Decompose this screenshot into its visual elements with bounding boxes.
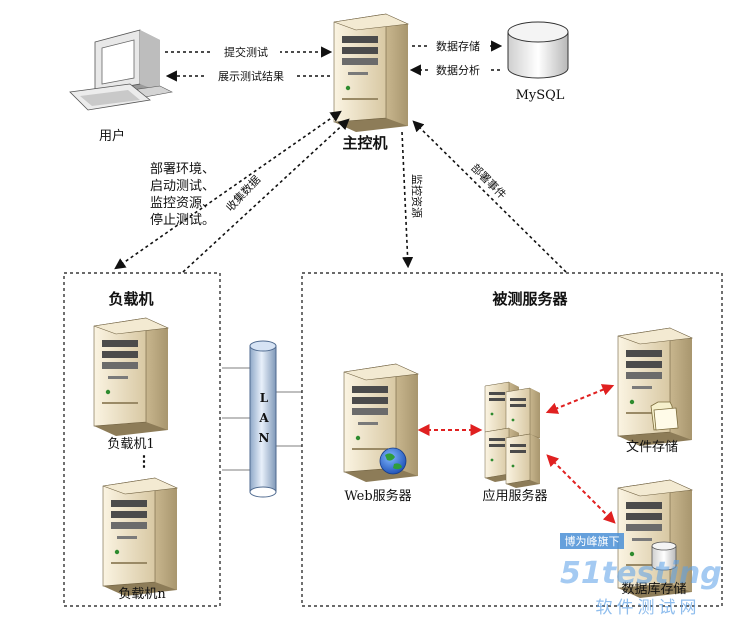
data-store-label: 数据存储 [436, 39, 480, 53]
file-storage-label: 文件存储 [626, 440, 678, 455]
load-server-n-label: 负载机n [118, 587, 166, 602]
command-item: 停止测试。 [150, 212, 215, 228]
command-item: 监控资源、 [150, 196, 215, 211]
lan-pipe-icon [249, 340, 277, 498]
web-server-label: Web服务器 [344, 488, 411, 504]
event-arrow [412, 120, 567, 273]
master-label: 主控机 [342, 134, 387, 152]
monitor-resources-label: 监控资源 [410, 174, 424, 218]
load-ellipsis: ⋮ [137, 452, 152, 470]
show-results-label: 展示测试结果 [218, 70, 284, 83]
user-computer-icon [69, 29, 173, 111]
load-server-1-label: 负载机1 [107, 437, 154, 452]
mysql-database-icon [507, 21, 569, 79]
monitor-resources-arrow [401, 131, 414, 269]
collect-data-label: 收集数据 [223, 172, 263, 214]
collect-data-arrow [182, 118, 350, 273]
app-server-label: 应用服务器 [482, 488, 547, 504]
command-item: 启动测试、 [150, 179, 215, 194]
servers-group-title: 被测服务器 [492, 290, 568, 308]
mysql-label: MySQL [516, 88, 565, 103]
database-cylinder-icon [651, 541, 677, 571]
lan-connector-lines [222, 367, 302, 471]
load-group-box [63, 272, 221, 607]
watermark-top-text: 博为峰旗下 [565, 534, 620, 548]
watermark-logo: 博为峰旗下 51testing 软件测试网 [560, 533, 722, 618]
lan-letter: L [260, 391, 269, 405]
lan-letter: N [259, 431, 270, 445]
submit-test-label: 提交测试 [224, 45, 268, 59]
load-server-n-icon [102, 477, 178, 597]
app-db-link-arrow [546, 454, 616, 524]
lan-letter: A [258, 411, 269, 425]
db-storage-label: 数据库存储 [621, 581, 686, 597]
command-item: 部署环境、 [150, 162, 215, 177]
servers-group-box [301, 272, 723, 607]
data-analysis-label: 数据分析 [436, 63, 480, 77]
globe-icon [379, 447, 407, 475]
master-server-icon [333, 13, 409, 133]
watermark-bottom-text: 软件测试网 [596, 598, 701, 618]
app-file-link-arrow [545, 384, 615, 414]
load-server-1-icon [93, 317, 169, 437]
user-label: 用户 [99, 128, 125, 144]
app-server-cluster-icon [484, 381, 541, 489]
folder-icon [650, 401, 679, 431]
load-group-title: 负载机 [108, 290, 153, 308]
watermark-logo-text: 51testing [560, 556, 722, 591]
command-list: 部署环境、 启动测试、 监控资源、 停止测试。 [150, 162, 215, 228]
